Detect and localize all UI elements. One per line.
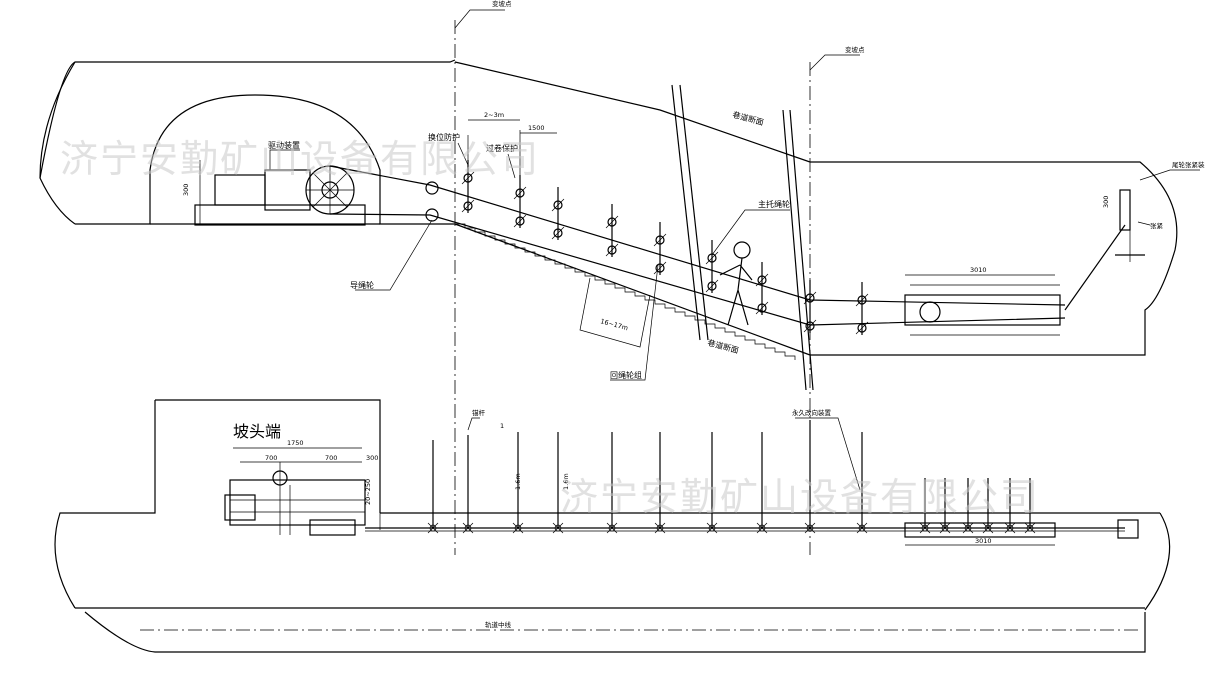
person-figure	[719, 241, 753, 326]
svg-text:锚杆: 锚杆	[472, 408, 486, 417]
rope-stanchion	[427, 440, 439, 534]
svg-text:轨道中线: 轨道中线	[485, 620, 512, 629]
roller-stanchion	[653, 222, 667, 275]
roller-stanchion	[605, 204, 619, 257]
svg-text:驱动装置: 驱动装置	[268, 140, 300, 150]
lower-drive-end: 坡头端 1750 700 700 300 20~250	[224, 422, 381, 536]
svg-text:尾轮张紧装置: 尾轮张紧装置	[1172, 160, 1205, 169]
rope-stanchion	[939, 478, 951, 534]
svg-text:300: 300	[1102, 196, 1110, 208]
svg-text:1750: 1750	[287, 439, 304, 447]
svg-text:1500: 1500	[528, 124, 545, 132]
roller-stanchion	[705, 240, 719, 293]
svg-text:换位防护: 换位防护	[428, 132, 460, 142]
rope-stanchion	[654, 432, 666, 534]
svg-text:过卷保护: 过卷保护	[486, 143, 518, 153]
svg-text:1.6m: 1.6m	[514, 473, 522, 490]
svg-text:3010: 3010	[975, 537, 992, 545]
rope-stanchion	[756, 432, 768, 534]
guide-wheels: 导绳轮	[350, 181, 439, 291]
svg-text:16~17m: 16~17m	[599, 317, 628, 332]
rope-stanchion	[856, 432, 868, 534]
svg-text:3010: 3010	[970, 266, 987, 274]
drive-unit: 300 驱动装置	[182, 140, 366, 226]
tail-tensioner: 3010 300 尾轮张紧装置 张紧	[904, 160, 1205, 336]
rope-stanchion	[1004, 478, 1016, 534]
svg-text:变坡点: 变坡点	[845, 45, 865, 54]
svg-text:永久改向装置: 永久改向装置	[792, 408, 832, 417]
svg-text:变坡点: 变坡点	[492, 0, 512, 8]
rope-stanchion	[962, 478, 974, 534]
roller-stanchion	[551, 187, 565, 240]
watermark-lower: 济宁安勤矿山设备有限公司	[560, 475, 1040, 519]
svg-text:导绳轮: 导绳轮	[350, 280, 374, 290]
roller-stanchion	[755, 262, 769, 315]
watermark-upper: 济宁安勤矿山设备有限公司	[60, 137, 540, 181]
lower-rope-line	[365, 527, 1125, 532]
svg-text:1.6m: 1.6m	[562, 473, 570, 490]
roller-stanchion	[803, 280, 817, 333]
rope-stanchion	[606, 432, 618, 534]
rope-stanchion	[552, 432, 564, 534]
rope-stanchion	[1024, 478, 1036, 534]
svg-text:巷道断面: 巷道断面	[731, 109, 764, 127]
svg-text:2~3m: 2~3m	[484, 111, 504, 119]
svg-text:主托绳轮: 主托绳轮	[758, 199, 790, 209]
lower-stanchion-group	[427, 420, 1036, 534]
drive-end-title: 坡头端	[233, 422, 281, 441]
rope-stanchion	[512, 432, 524, 534]
svg-text:1: 1	[500, 422, 504, 430]
svg-text:300: 300	[366, 454, 378, 462]
svg-text:回绳轮组: 回绳轮组	[610, 370, 642, 380]
upper-roller-group	[461, 160, 869, 335]
svg-text:300: 300	[182, 184, 190, 196]
svg-text:20~250: 20~250	[364, 479, 372, 505]
svg-text:张紧: 张紧	[1150, 221, 1164, 230]
svg-text:700: 700	[265, 454, 277, 462]
upper-rope-lines	[329, 165, 1126, 326]
lower-annotations: 锚杆 1 1.6m 1.6m 永久改向装置 3010	[467, 408, 1139, 546]
rope-stanchion	[982, 478, 994, 534]
svg-text:700: 700	[325, 454, 337, 462]
roller-stanchion	[855, 282, 869, 335]
rope-stanchion	[804, 420, 816, 534]
upper-annotations: 2~3m 1500 换位防护 过卷保护 巷道断面 巷道断面 主托绳轮 回绳轮组 …	[428, 109, 1205, 381]
rope-stanchion	[462, 435, 474, 534]
rope-stanchion	[706, 432, 718, 534]
rope-stanchion	[919, 478, 931, 534]
upper-roadway-outline	[39, 59, 1178, 360]
svg-text:巷道断面: 巷道断面	[706, 337, 739, 355]
